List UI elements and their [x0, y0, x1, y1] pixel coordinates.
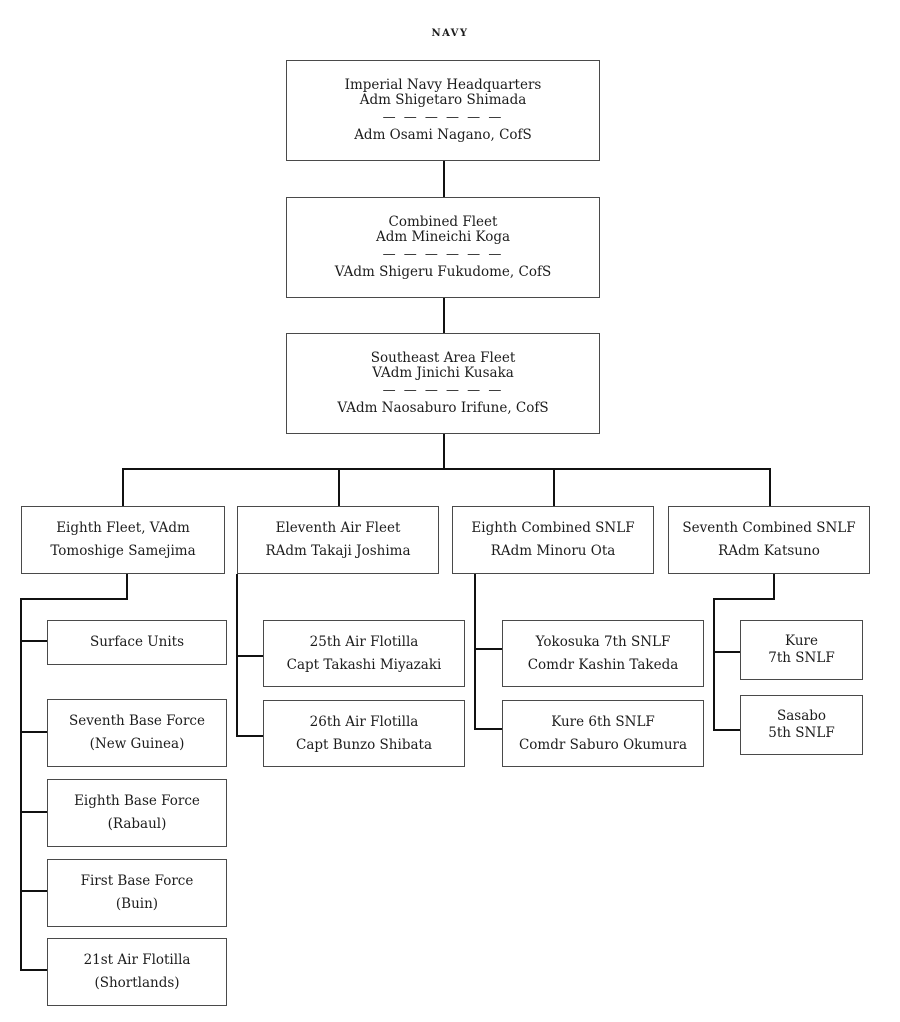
unit-line2: (Rabaul): [107, 816, 167, 832]
eighth-fleet-line2: Tomoshige Samejima: [50, 543, 196, 559]
combined-fleet-box: Combined Fleet Adm Mineichi Koga — — — —…: [286, 197, 600, 298]
drop-eleventh-air-fleet: [338, 468, 340, 506]
southeast-fleet-box: Southeast Area Fleet VAdm Jinichi Kusaka…: [286, 333, 600, 434]
unit-line1: First Base Force: [80, 873, 194, 890]
seventh-base-force-box: Seventh Base Force (New Guinea): [47, 699, 227, 767]
eighth-fleet-tick-1: [20, 640, 47, 642]
hq-name: Imperial Navy Headquarters: [344, 76, 542, 93]
unit-line1: Surface Units: [89, 634, 185, 651]
unit-line2: Comdr Saburo Okumura: [518, 736, 688, 753]
eighth-fleet-stem: [126, 574, 128, 600]
seventh-snlf-tick-1: [713, 651, 740, 653]
eleventh-air-fleet-tick-2: [236, 735, 263, 737]
eleventh-air-fleet-line2: RAdm Takaji Joshima: [265, 543, 411, 559]
seventh-snlf-spine: [713, 598, 715, 731]
sasabo-5th-snlf-box: Sasabo 5th SNLF: [740, 695, 863, 755]
eighth-snlf-spine: [474, 574, 476, 730]
southeast-fleet-name: Southeast Area Fleet: [370, 349, 516, 366]
eleventh-air-fleet-line1: Eleventh Air Fleet: [275, 520, 401, 537]
kure-7th-snlf-box: Kure 7th SNLF: [740, 620, 863, 680]
seventh-snlf-box: Seventh Combined SNLF RAdm Katsuno: [668, 506, 870, 574]
hq-divider: — — — — — —: [382, 110, 504, 126]
kure-6th-snlf-box: Kure 6th SNLF Comdr Saburo Okumura: [502, 700, 704, 767]
21st-air-flotilla-box: 21st Air Flotilla (Shortlands): [47, 938, 227, 1006]
unit-line1: Sasabo: [776, 708, 827, 725]
unit-line1: 25th Air Flotilla: [309, 633, 419, 650]
seventh-snlf-tick-2: [713, 729, 740, 731]
unit-line1: Seventh Base Force: [69, 713, 205, 730]
combined-fleet-divider: — — — — — —: [382, 247, 504, 263]
unit-line1: Eighth Base Force: [74, 793, 200, 810]
unit-line2: Capt Takashi Miyazaki: [286, 656, 442, 673]
eighth-fleet-spine: [20, 598, 22, 971]
eleventh-air-fleet-tick-1: [236, 655, 263, 657]
drop-eighth-snlf: [553, 468, 555, 506]
eighth-fleet-box: Eighth Fleet, VAdm Tomoshige Samejima: [21, 506, 225, 574]
unit-line2: Comdr Kashin Takeda: [527, 656, 679, 673]
subordinate-bus: [122, 468, 771, 470]
seventh-snlf-stem: [773, 574, 775, 600]
unit-line2: (Buin): [115, 896, 159, 912]
unit-line1: Yokosuka 7th SNLF: [535, 633, 671, 650]
first-base-force-box: First Base Force (Buin): [47, 859, 227, 927]
unit-line2: 7th SNLF: [768, 650, 835, 666]
drop-seventh-snlf: [769, 468, 771, 506]
connector-hq-combined: [443, 161, 445, 197]
unit-line2: Capt Bunzo Shibata: [295, 736, 432, 753]
combined-fleet-commander: Adm Mineichi Koga: [375, 228, 511, 245]
combined-fleet-chief-of-staff: VAdm Shigeru Fukudome, CofS: [334, 264, 552, 281]
southeast-fleet-commander: VAdm Jinichi Kusaka: [372, 364, 514, 381]
connector-southeast-bus: [443, 434, 445, 469]
seventh-snlf-line2: RAdm Katsuno: [718, 543, 820, 559]
eighth-fleet-line1: Eighth Fleet, VAdm: [56, 520, 190, 537]
drop-eighth-fleet: [122, 468, 124, 506]
seventh-snlf-elbow: [713, 598, 775, 600]
eighth-base-force-box: Eighth Base Force (Rabaul): [47, 779, 227, 847]
eighth-snlf-line1: Eighth Combined SNLF: [471, 520, 635, 537]
yokosuka-7th-snlf-box: Yokosuka 7th SNLF Comdr Kashin Takeda: [502, 620, 704, 687]
connector-combined-southeast: [443, 298, 445, 333]
southeast-fleet-chief-of-staff: VAdm Naosaburo Irifune, CofS: [337, 400, 549, 417]
26th-air-flotilla-box: 26th Air Flotilla Capt Bunzo Shibata: [263, 700, 465, 767]
eighth-snlf-tick-2: [474, 728, 502, 730]
hq-commander: Adm Shigetaro Shimada: [359, 91, 527, 108]
eleventh-air-fleet-box: Eleventh Air Fleet RAdm Takaji Joshima: [237, 506, 439, 574]
hq-box: Imperial Navy Headquarters Adm Shigetaro…: [286, 60, 600, 161]
25th-air-flotilla-box: 25th Air Flotilla Capt Takashi Miyazaki: [263, 620, 465, 687]
eighth-fleet-elbow: [20, 598, 128, 600]
eighth-fleet-tick-5: [20, 969, 47, 971]
unit-line1: Kure: [785, 633, 818, 650]
eighth-snlf-tick-1: [474, 648, 502, 650]
unit-line2: (Shortlands): [94, 975, 180, 991]
unit-line2: 5th SNLF: [768, 725, 835, 741]
eighth-snlf-line2: RAdm Minoru Ota: [490, 543, 616, 559]
unit-line1: 21st Air Flotilla: [83, 952, 191, 969]
surface-units-box: Surface Units: [47, 620, 227, 665]
hq-chief-of-staff: Adm Osami Nagano, CofS: [354, 127, 532, 144]
eighth-fleet-tick-2: [20, 731, 47, 733]
chart-title: NAVY: [431, 28, 469, 39]
eighth-fleet-tick-3: [20, 811, 47, 813]
seventh-snlf-line1: Seventh Combined SNLF: [682, 520, 856, 537]
eighth-snlf-box: Eighth Combined SNLF RAdm Minoru Ota: [452, 506, 654, 574]
unit-line1: Kure 6th SNLF: [551, 713, 655, 730]
eighth-fleet-tick-4: [20, 890, 47, 892]
unit-line2: (New Guinea): [89, 736, 185, 752]
unit-line1: 26th Air Flotilla: [309, 713, 419, 730]
southeast-fleet-divider: — — — — — —: [382, 383, 504, 399]
combined-fleet-name: Combined Fleet: [388, 213, 498, 230]
